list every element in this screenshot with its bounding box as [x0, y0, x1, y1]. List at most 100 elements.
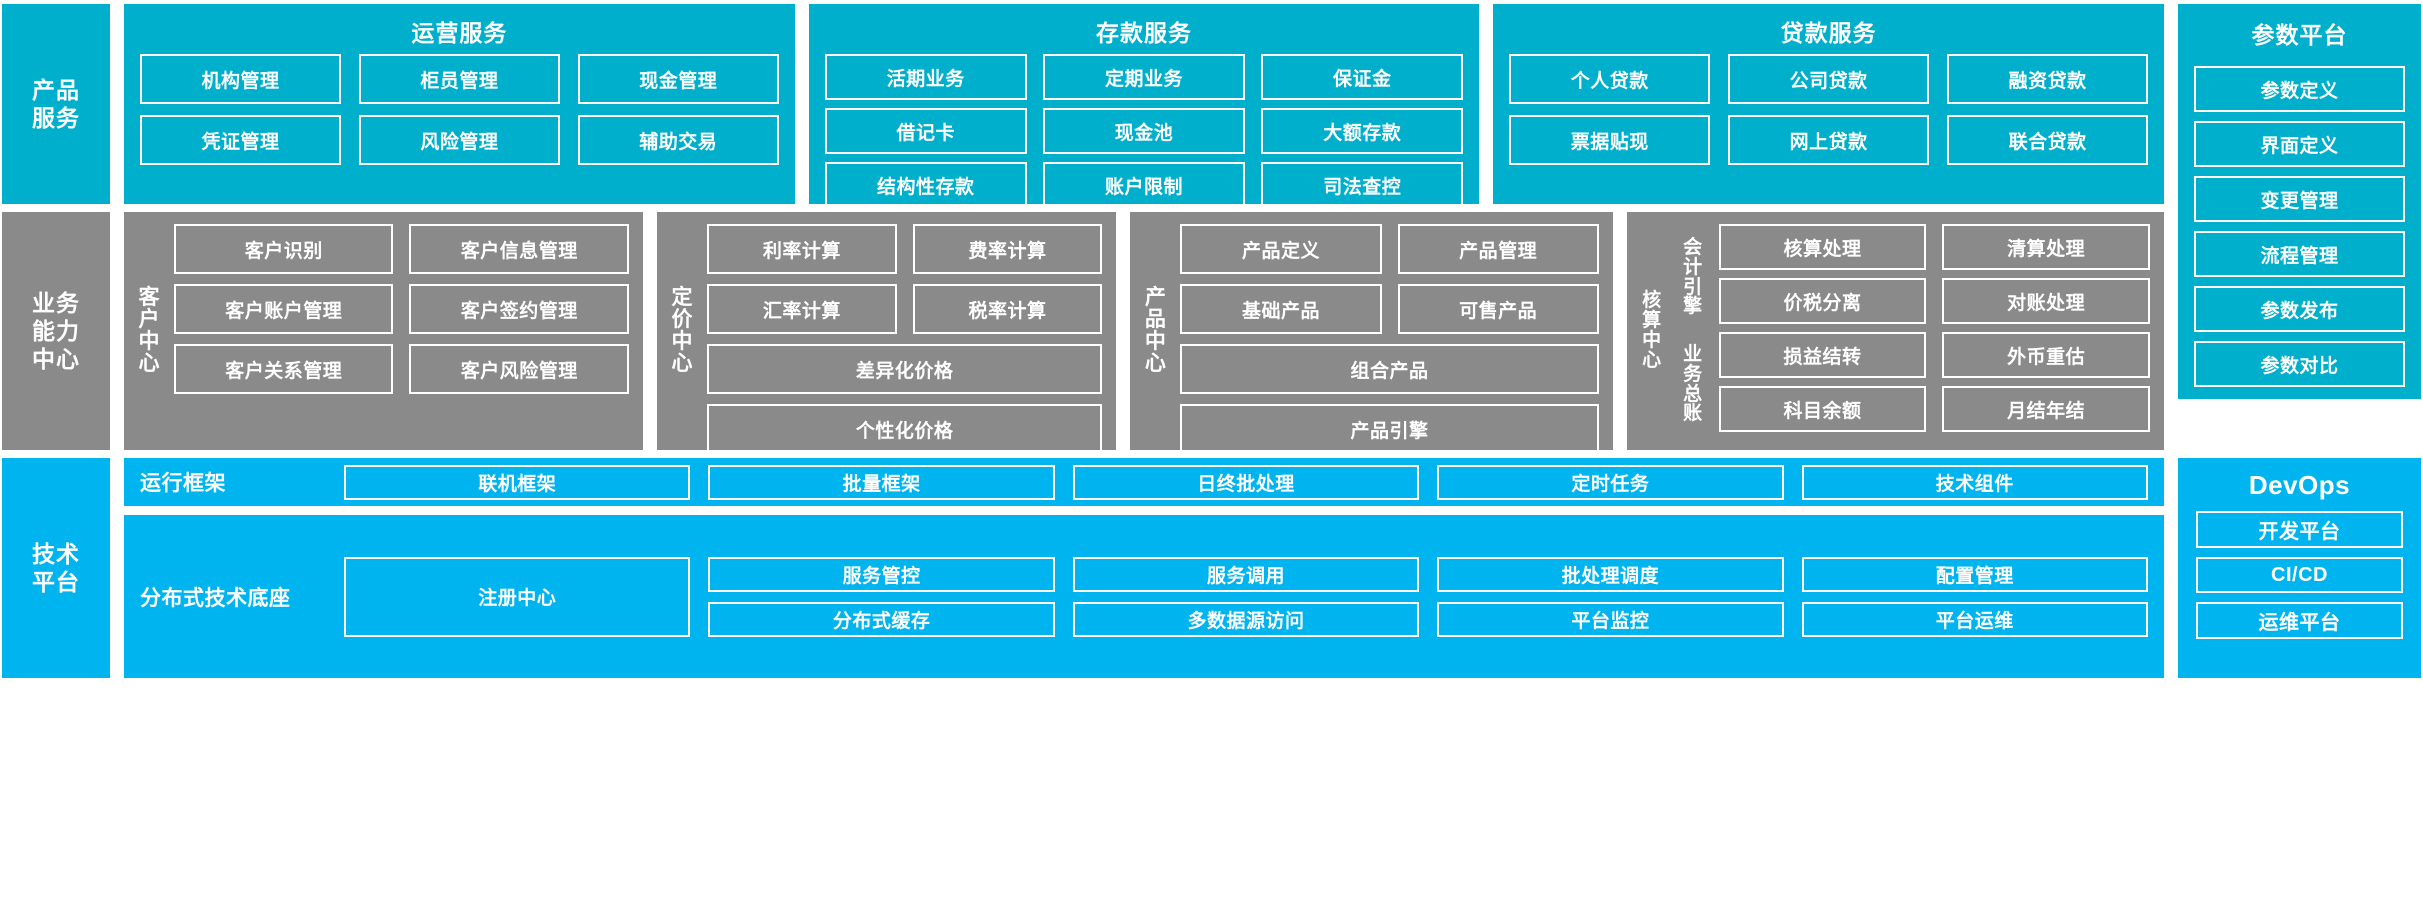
capability-box[interactable]: 汇率计算: [706, 284, 897, 334]
capability-box[interactable]: 客户账户管理: [174, 284, 394, 334]
rail-label-line1: 业务: [32, 289, 80, 316]
parameter-item[interactable]: 参数发布: [2194, 286, 2406, 332]
tech-box-registry[interactable]: 注册中心: [344, 556, 691, 637]
parameter-item[interactable]: 参数定义: [2194, 66, 2406, 112]
service-box[interactable]: 联合贷款: [1947, 115, 2149, 165]
group-deposit-services: 存款服务 活期业务 定期业务 保证金 借记卡 现金池 大额存款 结构性存款 账户…: [808, 4, 1480, 208]
rail-label-line2: 能力: [32, 317, 80, 344]
parameter-item[interactable]: 变更管理: [2194, 176, 2406, 222]
capability-box[interactable]: 产品定义: [1180, 224, 1382, 274]
capability-box[interactable]: 外币重估: [1942, 332, 2150, 378]
capability-box[interactable]: 客户识别: [174, 224, 394, 274]
capability-box[interactable]: 产品管理: [1397, 224, 1599, 274]
tech-box[interactable]: 定时任务: [1437, 464, 1784, 500]
tech-box[interactable]: 平台监控: [1437, 601, 1784, 637]
module-product-center: 产 品 中 心 产品定义 产品管理 基础产品 可售产品 组合产品 产品引擎: [1130, 212, 1613, 454]
service-box[interactable]: 司法查控: [1261, 162, 1464, 208]
service-box[interactable]: 辅助交易: [577, 115, 779, 165]
tech-box[interactable]: 分布式缓存: [708, 601, 1055, 637]
capability-box[interactable]: 清算处理: [1942, 224, 2150, 270]
service-box[interactable]: 账户限制: [1042, 162, 1246, 208]
service-box[interactable]: 定期业务: [1042, 54, 1246, 100]
rail-product-service: 产品 服务: [2, 4, 110, 204]
right-column-top: 参数平台 参数定义 界面定义 变更管理 流程管理 参数发布 参数对比: [2178, 4, 2422, 399]
capability-box[interactable]: 客户信息管理: [409, 224, 629, 274]
module-title-accounting-center: 核 算 中 心: [1642, 290, 1662, 371]
service-box[interactable]: 柜员管理: [358, 54, 560, 104]
service-box[interactable]: 网上贷款: [1728, 115, 1930, 165]
service-box[interactable]: 结构性存款: [824, 162, 1027, 208]
parameter-item[interactable]: 界面定义: [2194, 121, 2406, 167]
capability-box[interactable]: 客户签约管理: [409, 284, 629, 334]
parameter-item[interactable]: 参数对比: [2194, 341, 2406, 387]
capability-box[interactable]: 客户风险管理: [409, 344, 629, 394]
panel-title: 参数平台: [2251, 22, 2348, 48]
capability-box[interactable]: 基础产品: [1180, 284, 1382, 334]
tech-box[interactable]: 平台运维: [1801, 601, 2148, 637]
capability-box[interactable]: 月结年结: [1942, 386, 2150, 432]
service-box[interactable]: 凭证管理: [140, 115, 341, 165]
tech-row-label: 运行框架: [140, 472, 226, 495]
tech-box[interactable]: 技术组件: [1801, 464, 2148, 500]
service-box[interactable]: 活期业务: [824, 54, 1027, 100]
layer-technology-platform: 技术 平台 运行框架 联机框架 批量框架 日终批处理 定时任务 技术组件 分布式…: [0, 458, 2423, 678]
module-pricing-center: 定 价 中 心 利率计算 费率计算 汇率计算 税率计算 差异化价格 个性化价格: [656, 212, 1117, 454]
tech-box[interactable]: 配置管理: [1801, 556, 2148, 592]
panel-devops: DevOps 开发平台 CI/CD 运维平台: [2178, 458, 2421, 678]
capability-box[interactable]: 科目余额: [1718, 386, 1927, 432]
service-box[interactable]: 融资贷款: [1947, 54, 2149, 104]
tech-row-runtime-framework: 运行框架 联机框架 批量框架 日终批处理 定时任务 技术组件: [124, 458, 2164, 506]
service-box[interactable]: 公司贷款: [1728, 54, 1930, 104]
tech-box[interactable]: 服务管控: [708, 556, 1055, 592]
accounting-sub-labels: 会 计 引 擎 业 务 总 账: [1677, 224, 1709, 438]
tech-box[interactable]: 批处理调度: [1437, 556, 1784, 592]
sub-label-accounting-engine: 会 计 引 擎: [1683, 236, 1703, 318]
capability-box[interactable]: 利率计算: [706, 224, 897, 274]
service-box[interactable]: 风险管理: [358, 115, 560, 165]
module-customer-center: 客 户 中 心 客户识别 客户信息管理 客户账户管理 客户签约管理 客户关系管理…: [124, 212, 643, 450]
group-title: 存款服务: [1096, 20, 1192, 46]
parameter-item[interactable]: 流程管理: [2194, 231, 2406, 277]
service-box[interactable]: 保证金: [1261, 54, 1464, 100]
devops-item[interactable]: 开发平台: [2196, 511, 2403, 548]
capability-box[interactable]: 组合产品: [1180, 344, 1599, 394]
rail-label-line1: 技术: [32, 540, 80, 567]
tech-box[interactable]: 多数据源访问: [1072, 601, 1420, 637]
rail-technology-platform: 技术 平台: [2, 458, 110, 678]
capability-box[interactable]: 个性化价格: [706, 404, 1103, 454]
tech-box[interactable]: 批量框架: [708, 464, 1055, 500]
capability-box[interactable]: 可售产品: [1397, 284, 1599, 334]
capability-box[interactable]: 对账处理: [1942, 278, 2150, 324]
capability-box[interactable]: 价税分离: [1718, 278, 1927, 324]
service-box[interactable]: 借记卡: [824, 108, 1027, 154]
tech-box[interactable]: 服务调用: [1072, 556, 1420, 592]
panel-title: DevOps: [2248, 470, 2351, 500]
service-box[interactable]: 大额存款: [1261, 108, 1464, 154]
capability-box[interactable]: 差异化价格: [706, 344, 1103, 394]
tech-box[interactable]: 联机框架: [344, 464, 691, 500]
service-box[interactable]: 票据贴现: [1509, 115, 1711, 165]
module-accounting-center: 核 算 中 心 会 计 引 擎 业 务 总 账: [1626, 212, 2164, 450]
devops-item[interactable]: 运维平台: [2196, 602, 2403, 639]
tech-row-label: 分布式技术底座: [140, 586, 291, 610]
tech-box[interactable]: 日终批处理: [1072, 464, 1420, 500]
capability-box[interactable]: 费率计算: [912, 224, 1103, 274]
module-title-product-center: 产 品 中 心: [1144, 285, 1166, 376]
capability-box[interactable]: 核算处理: [1718, 224, 1927, 270]
capability-box[interactable]: 产品引擎: [1180, 404, 1599, 454]
service-box[interactable]: 个人贷款: [1509, 54, 1711, 104]
service-box[interactable]: 现金池: [1042, 108, 1246, 154]
group-operation-services: 运营服务 机构管理 柜员管理 现金管理 凭证管理 风险管理 辅助交易: [124, 4, 795, 204]
capability-box[interactable]: 客户关系管理: [174, 344, 394, 394]
sub-label-general-ledger: 业 务 总 账: [1683, 343, 1703, 425]
rail-label-line3: 中心: [32, 346, 80, 373]
capability-box[interactable]: 税率计算: [912, 284, 1103, 334]
technology-rows: 运行框架 联机框架 批量框架 日终批处理 定时任务 技术组件 分布式技术底座 注…: [124, 458, 2164, 678]
layer-product-service: 产品 服务 运营服务 机构管理 柜员管理 现金管理 凭证管理 风险管理 辅助交易…: [0, 4, 2423, 399]
devops-item[interactable]: CI/CD: [2196, 557, 2403, 593]
capability-box[interactable]: 损益结转: [1718, 332, 1927, 378]
service-box[interactable]: 现金管理: [577, 54, 779, 104]
service-box[interactable]: 机构管理: [140, 54, 341, 104]
group-loan-services: 贷款服务 个人贷款 公司贷款 融资贷款 票据贴现 网上贷款 联合贷款: [1493, 4, 2165, 204]
